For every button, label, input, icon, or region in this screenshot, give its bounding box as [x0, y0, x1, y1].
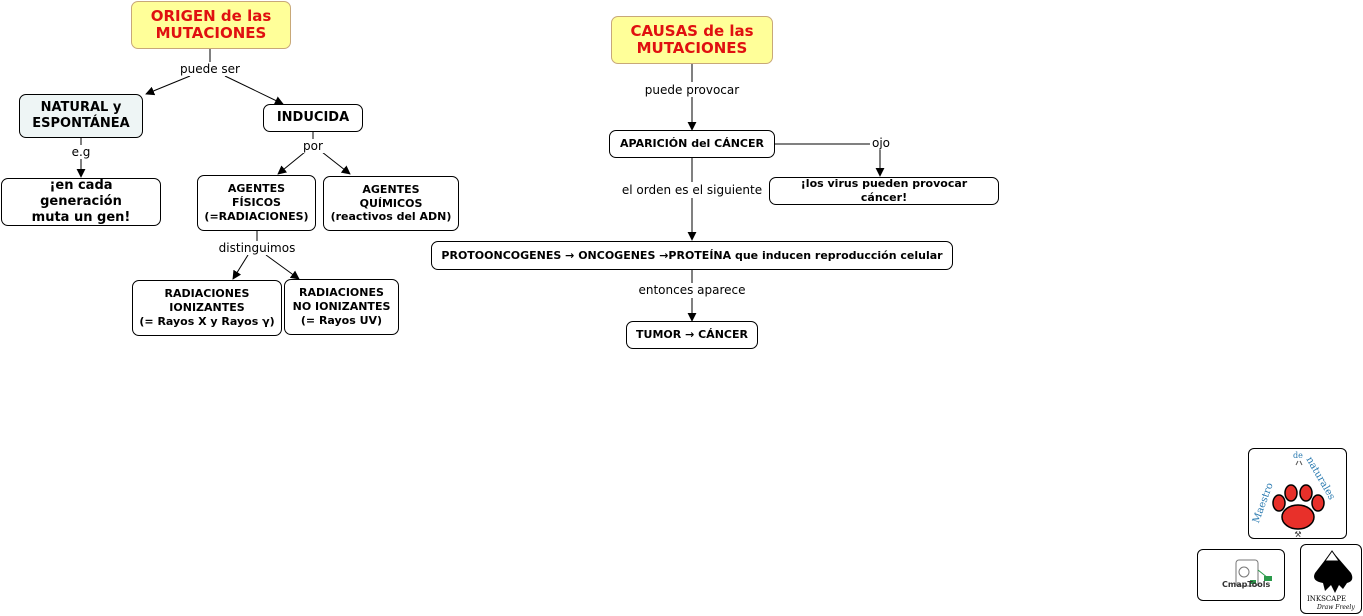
inkscape-tagline: Draw Freely	[1317, 604, 1355, 611]
maestro-naturales-logo: ⚒ Maestro de naturales	[1248, 448, 1347, 539]
concept-protooncogenes[interactable]: PROTOONCOGENES → ONCOGENES →PROTEÍNA que…	[431, 241, 953, 270]
concept-radiaciones-ionizantes[interactable]: RADIACIONES IONIZANTES (= Rayos X y Rayo…	[132, 280, 282, 336]
concept-inducida[interactable]: INDUCIDA	[263, 104, 363, 132]
link-label-orden: el orden es el siguiente	[619, 183, 765, 197]
paw-print-icon: ⚒	[1272, 460, 1325, 539]
concept-tumor-cancer[interactable]: TUMOR → CÁNCER	[626, 321, 758, 349]
cmaptools-text: CmapTools	[1222, 580, 1271, 589]
link-label-entonces-aparece: entonces aparece	[636, 283, 748, 297]
concept-aparicion-cancer[interactable]: APARICIÓN del CÁNCER	[609, 130, 775, 158]
svg-text:⚒: ⚒	[1294, 530, 1301, 539]
link-label-distinguimos: distinguimos	[216, 241, 298, 255]
concept-virus[interactable]: ¡los virus pueden provocar cáncer!	[769, 177, 999, 205]
concept-natural[interactable]: NATURAL y ESPONTÁNEA	[19, 94, 143, 138]
concept-origen[interactable]: ORIGEN de las MUTACIONES	[131, 1, 291, 49]
concept-agentes-quimicos[interactable]: AGENTES QUÍMICOS (reactivos del ADN)	[323, 176, 459, 231]
link-label-puede-provocar: puede provocar	[642, 83, 742, 97]
concept-agentes-fisicos[interactable]: AGENTES FÍSICOS (=RADIACIONES)	[197, 175, 316, 231]
concept-gen[interactable]: ¡en cada generación muta un gen!	[1, 178, 161, 226]
concept-causas[interactable]: CAUSAS de las MUTACIONES	[611, 16, 773, 64]
cmaptools-logo: CmapTools	[1197, 549, 1285, 601]
inkscape-logo: INKSCAPE Draw Freely	[1300, 544, 1362, 614]
concept-radiaciones-no-ionizantes[interactable]: RADIACIONES NO IONIZANTES (= Rayos UV)	[284, 279, 399, 335]
link-label-por: por	[301, 139, 325, 153]
inkscape-icon	[1314, 550, 1353, 593]
inkscape-text: INKSCAPE	[1307, 595, 1347, 603]
link-label-ojo: ojo	[869, 136, 893, 150]
de-word: de	[1293, 451, 1303, 460]
link-label-eg: e.g	[69, 145, 93, 159]
link-label-puede-ser: puede ser	[178, 62, 242, 76]
cmaptools-icon	[1235, 559, 1272, 587]
